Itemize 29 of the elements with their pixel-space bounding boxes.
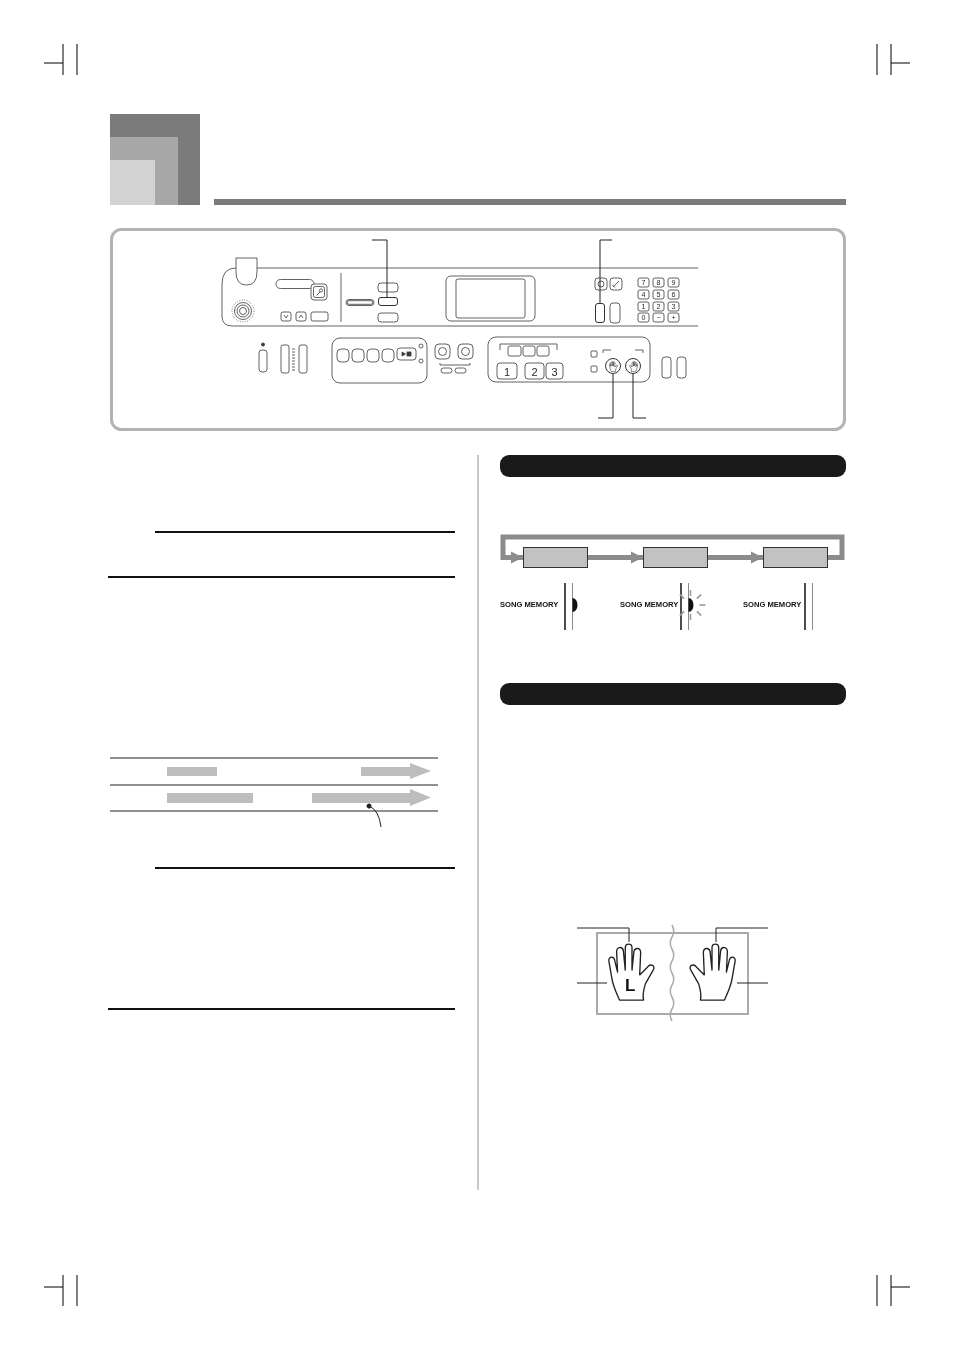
leader-line <box>736 982 769 984</box>
key-label: 3 <box>551 366 558 377</box>
mode-box <box>643 547 708 568</box>
arrow <box>708 551 763 564</box>
leader-line <box>371 239 388 298</box>
leader-line <box>576 927 630 943</box>
key-label: 1 <box>503 366 511 377</box>
highlight-bar <box>167 793 253 803</box>
block-arrow <box>312 789 431 806</box>
hand-drawing <box>607 942 657 1002</box>
leader-line <box>599 239 613 304</box>
mode-box <box>763 547 828 568</box>
arrow <box>588 551 643 564</box>
highlight-bar <box>167 767 217 776</box>
key-label: 2 <box>531 366 538 377</box>
leader-line <box>576 982 608 984</box>
block-arrow <box>361 763 431 779</box>
section-heading-bar <box>500 683 846 705</box>
mode-box <box>523 547 588 568</box>
leader-line <box>715 927 769 943</box>
panel-button <box>595 303 605 323</box>
leader-line <box>366 803 382 828</box>
leader-line <box>597 373 614 419</box>
leader-line <box>632 373 647 419</box>
hand-drawing <box>687 942 737 1002</box>
panel-button <box>378 297 398 306</box>
section-heading-bar <box>500 455 846 477</box>
arrow <box>500 534 845 564</box>
hand-letter: L <box>625 977 636 994</box>
